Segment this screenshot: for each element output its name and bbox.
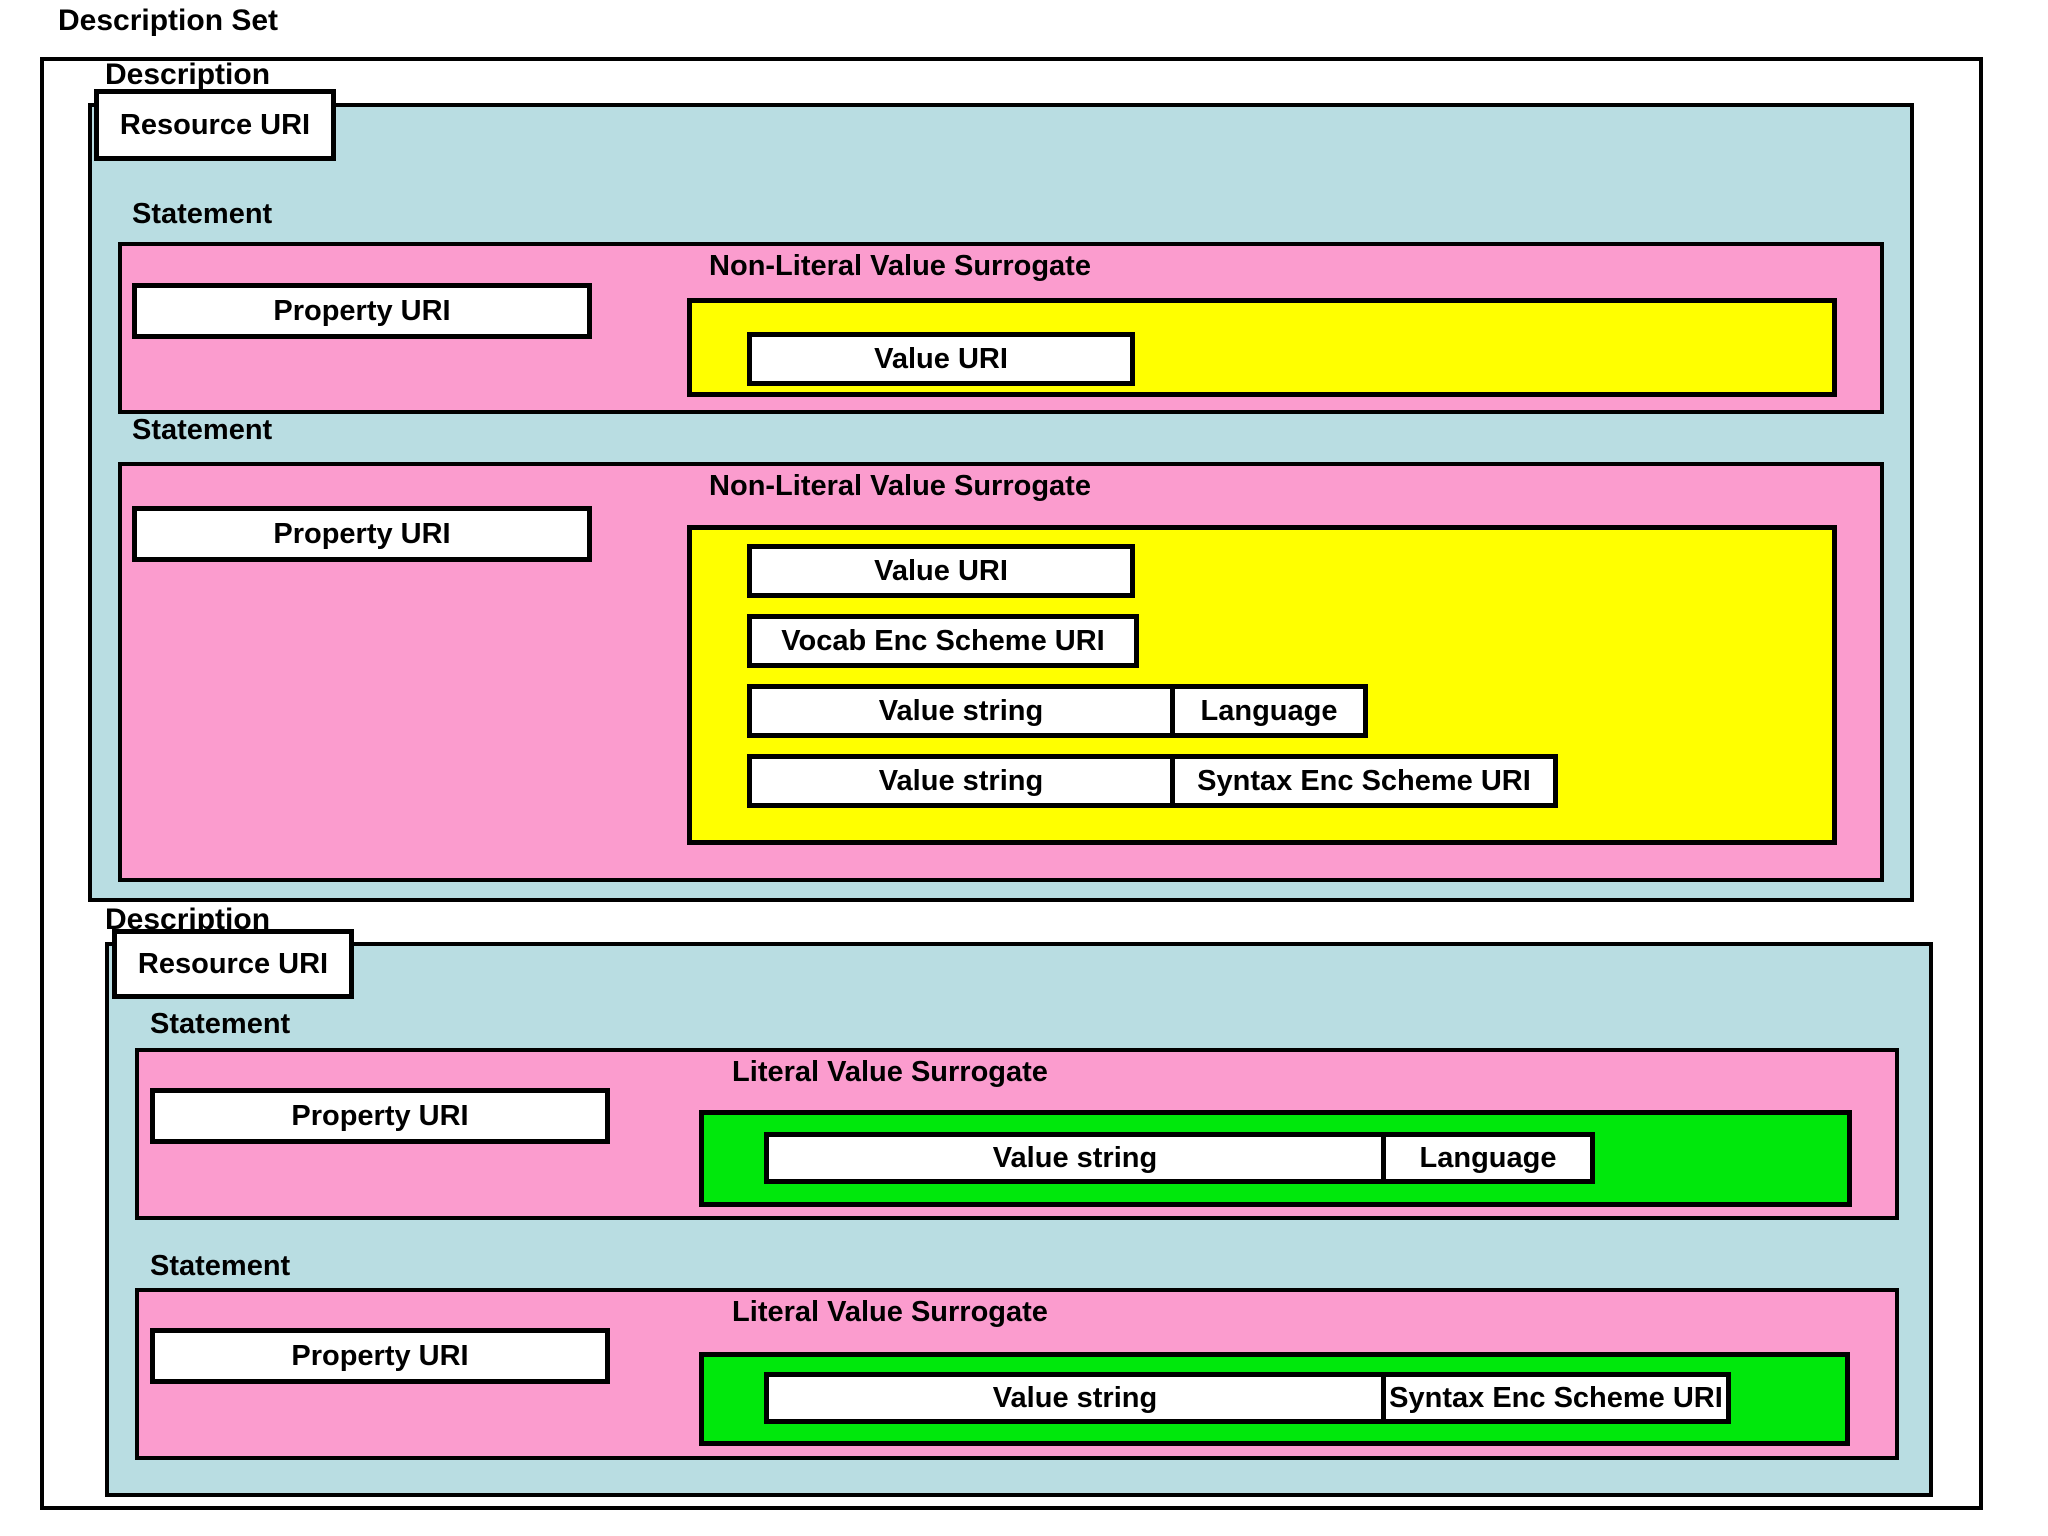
vocab-enc-scheme-uri-label: Vocab Enc Scheme URI [781, 624, 1105, 657]
surrogate-title-2: Non-Literal Value Surrogate [709, 470, 1091, 502]
description-set-label: Description Set [58, 4, 279, 37]
language-box-1: Language [1170, 684, 1368, 738]
value-string-box-1: Value string [747, 684, 1175, 738]
surrogate-title-1: Non-Literal Value Surrogate [709, 250, 1091, 282]
property-uri-box-4: Property URI [150, 1328, 610, 1384]
syntax-enc-scheme-uri-label-1: Syntax Enc Scheme URI [1197, 764, 1531, 797]
vocab-enc-scheme-uri-box: Vocab Enc Scheme URI [747, 614, 1139, 668]
value-uri-box-1: Value URI [747, 332, 1135, 386]
property-uri-label-4: Property URI [291, 1339, 469, 1372]
value-string-label-4: Value string [992, 1381, 1158, 1414]
syntax-enc-scheme-uri-label-2: Syntax Enc Scheme URI [1389, 1381, 1723, 1414]
resource-uri-label-1: Resource URI [119, 108, 311, 141]
language-label-1: Language [1200, 694, 1338, 727]
resource-uri-box-1: Resource URI [94, 89, 336, 161]
property-uri-box-2: Property URI [132, 506, 592, 562]
statement-4-label: Statement [150, 1250, 291, 1282]
value-string-box-4: Value string [764, 1372, 1386, 1424]
language-box-2: Language [1381, 1132, 1595, 1184]
language-label-2: Language [1419, 1141, 1557, 1174]
statement-1-label: Statement [132, 198, 273, 230]
value-string-label-1: Value string [878, 694, 1044, 727]
value-uri-label-1: Value URI [874, 342, 1008, 375]
value-uri-label-2: Value URI [874, 554, 1008, 587]
surrogate-title-4: Literal Value Surrogate [732, 1296, 1048, 1328]
statement-2-label: Statement [132, 414, 273, 446]
value-string-label-2: Value string [878, 764, 1044, 797]
value-string-box-2: Value string [747, 754, 1175, 808]
statement-3-label: Statement [150, 1008, 291, 1040]
property-uri-box-3: Property URI [150, 1088, 610, 1144]
value-uri-box-2: Value URI [747, 544, 1135, 598]
property-uri-label-1: Property URI [273, 294, 451, 327]
surrogate-title-3: Literal Value Surrogate [732, 1056, 1048, 1088]
syntax-enc-scheme-uri-box-2: Syntax Enc Scheme URI [1381, 1372, 1731, 1424]
value-string-box-3: Value string [764, 1132, 1386, 1184]
resource-uri-label-2: Resource URI [137, 947, 329, 980]
syntax-enc-scheme-uri-box-1: Syntax Enc Scheme URI [1170, 754, 1558, 808]
value-string-label-3: Value string [992, 1141, 1158, 1174]
property-uri-box-1: Property URI [132, 283, 592, 339]
description-1-label: Description [105, 58, 271, 91]
resource-uri-box-2: Resource URI [112, 929, 354, 999]
property-uri-label-3: Property URI [291, 1099, 469, 1132]
property-uri-label-2: Property URI [273, 517, 451, 550]
